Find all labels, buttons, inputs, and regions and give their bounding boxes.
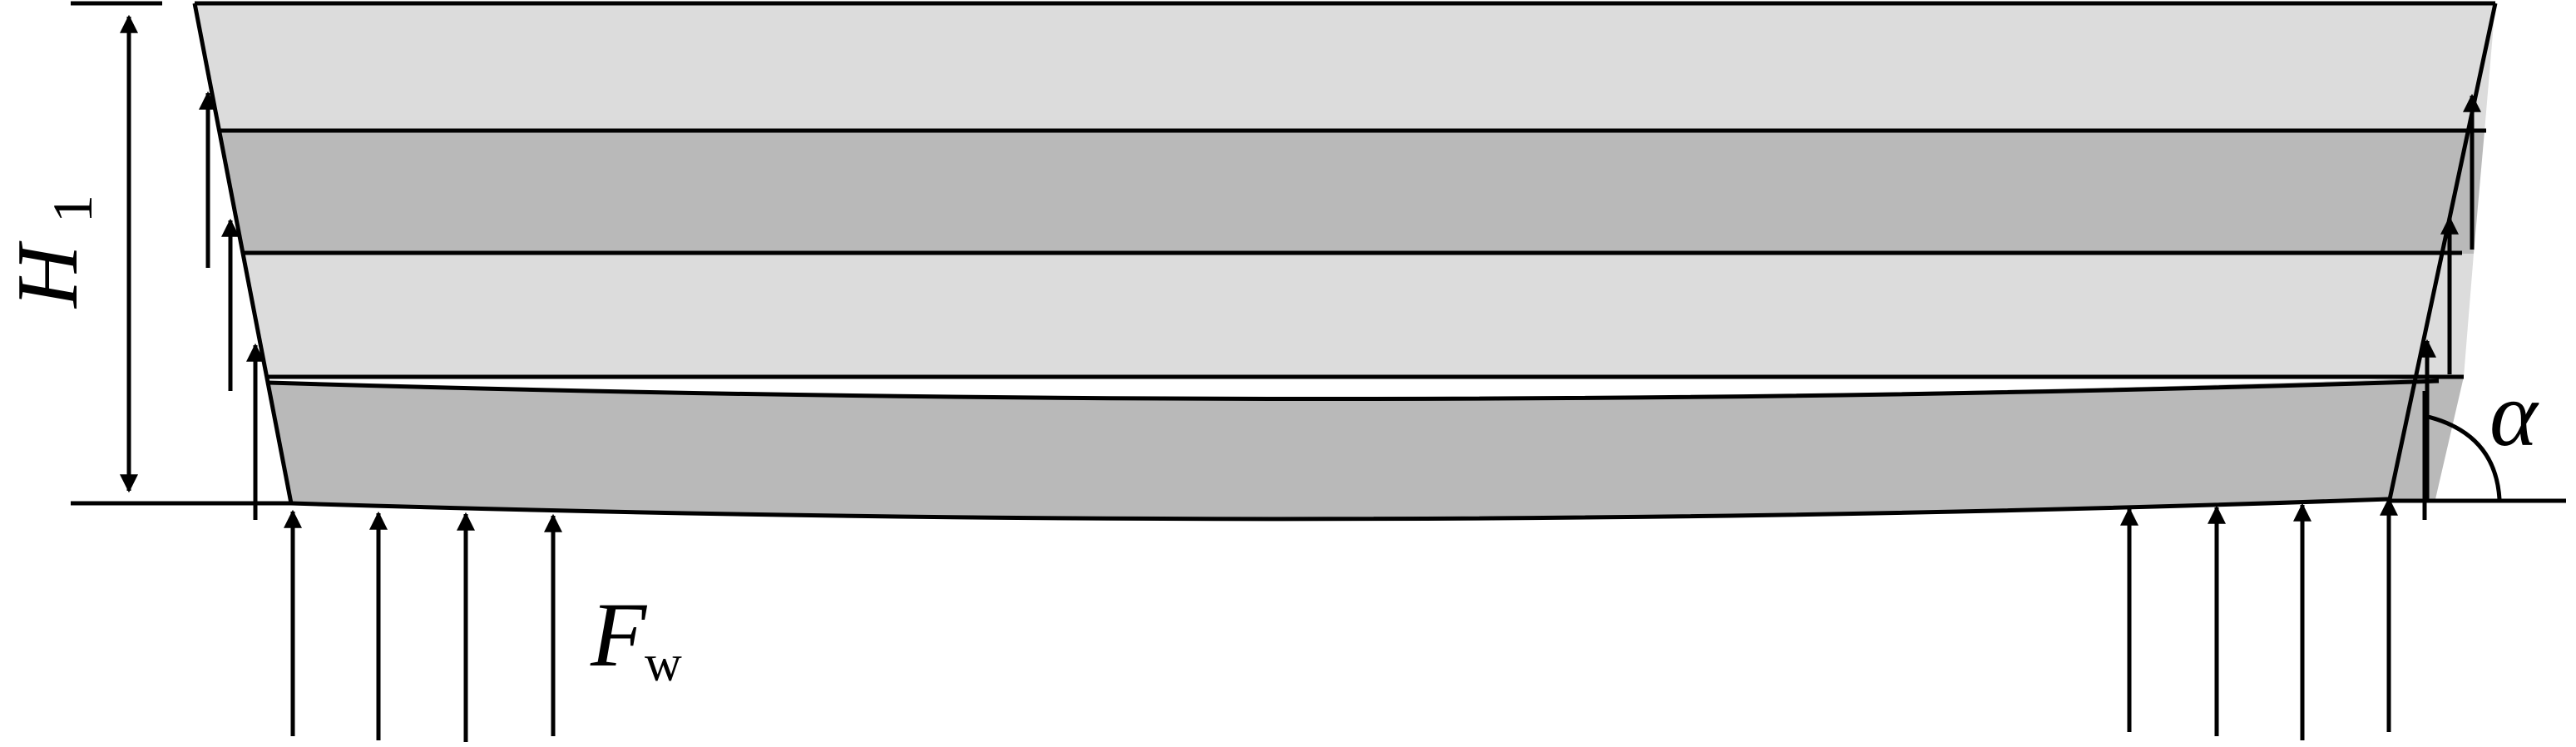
left-edge	[192, 2, 294, 504]
bottom-curve	[290, 497, 2390, 522]
force-arrows-left	[284, 509, 562, 742]
height-label-sub: 1	[41, 195, 104, 223]
right-side-arrows	[2418, 93, 2481, 499]
layer-gap	[269, 377, 2464, 398]
layers-group	[195, 4, 2495, 517]
layer-1-top	[195, 4, 2495, 131]
force-label-main: F	[590, 584, 648, 685]
outline-group	[192, 1, 2498, 522]
angle-arc	[2424, 413, 2502, 500]
force-arrows-right	[2120, 497, 2398, 740]
angle-label: α	[2489, 364, 2539, 465]
layer-2	[221, 131, 2485, 254]
force-label-sub: w	[645, 636, 682, 692]
left-side-arrows	[199, 91, 265, 520]
height-dimension	[71, 1, 162, 493]
layer-3	[245, 254, 2474, 377]
height-label-main: H	[0, 240, 96, 309]
height-label: H 1	[0, 195, 104, 309]
layer-4-bottom	[269, 377, 2464, 517]
bottom-layer-top-curve	[268, 378, 2440, 402]
